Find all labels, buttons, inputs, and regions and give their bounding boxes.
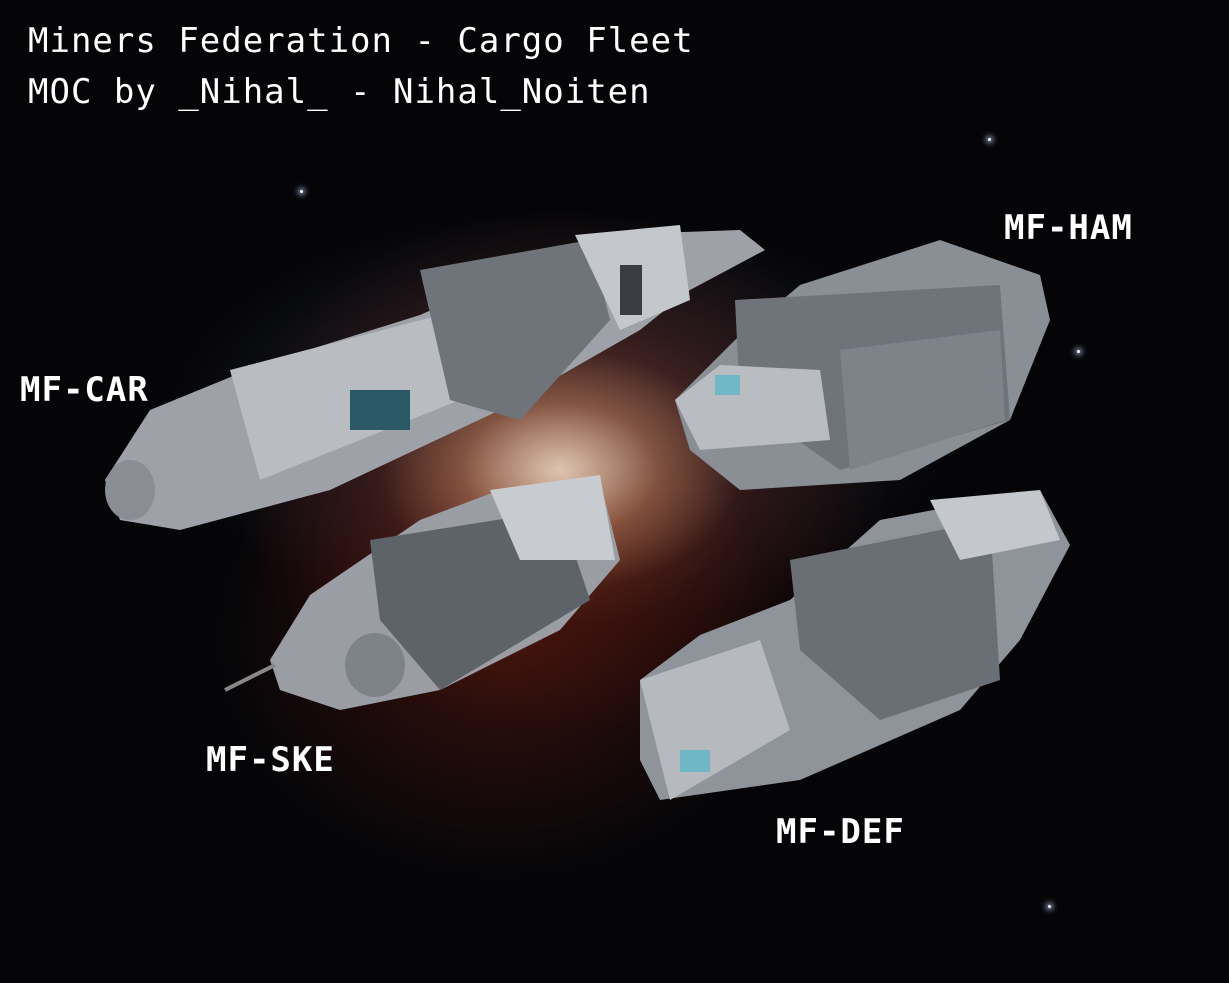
star — [300, 190, 303, 193]
ship-mf-car — [105, 225, 765, 530]
ship-mf-ske — [224, 475, 620, 710]
star — [1077, 350, 1080, 353]
title-line-2: MOC by _Nihal_ - Nihal_Noiten — [28, 72, 651, 112]
label-mf-car: MF-CAR — [20, 370, 149, 410]
ship-mf-def — [640, 490, 1070, 800]
star — [988, 138, 991, 141]
star — [1048, 905, 1051, 908]
title-line-1: Miners Federation - Cargo Fleet — [28, 21, 694, 61]
ship-mf-ham — [675, 240, 1050, 490]
label-mf-ham: MF-HAM — [1004, 208, 1133, 248]
label-mf-ske: MF-SKE — [206, 740, 335, 780]
label-mf-def: MF-DEF — [776, 812, 905, 852]
